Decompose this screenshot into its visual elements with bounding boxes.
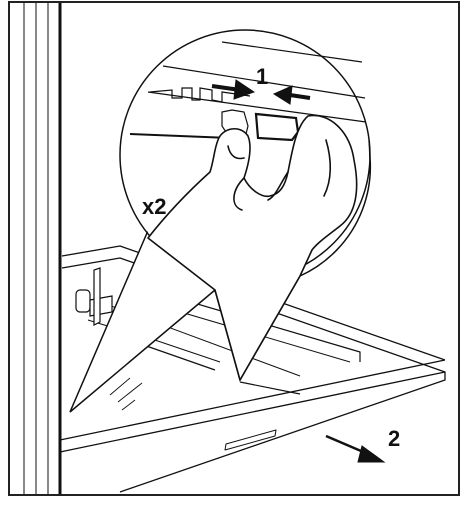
shelf-bracket bbox=[75, 267, 113, 326]
figure-border bbox=[8, 1, 460, 496]
hand-illustration bbox=[147, 114, 358, 381]
squeeze-arrows bbox=[211, 79, 311, 105]
step-2-label: 2 bbox=[388, 426, 400, 451]
pull-arrow bbox=[325, 434, 386, 463]
step-1-label: 1 bbox=[256, 64, 268, 89]
multiplier-label: x2 bbox=[142, 194, 166, 219]
cabinet-side-wall bbox=[23, 3, 62, 494]
callout-rail-detail bbox=[129, 41, 367, 142]
